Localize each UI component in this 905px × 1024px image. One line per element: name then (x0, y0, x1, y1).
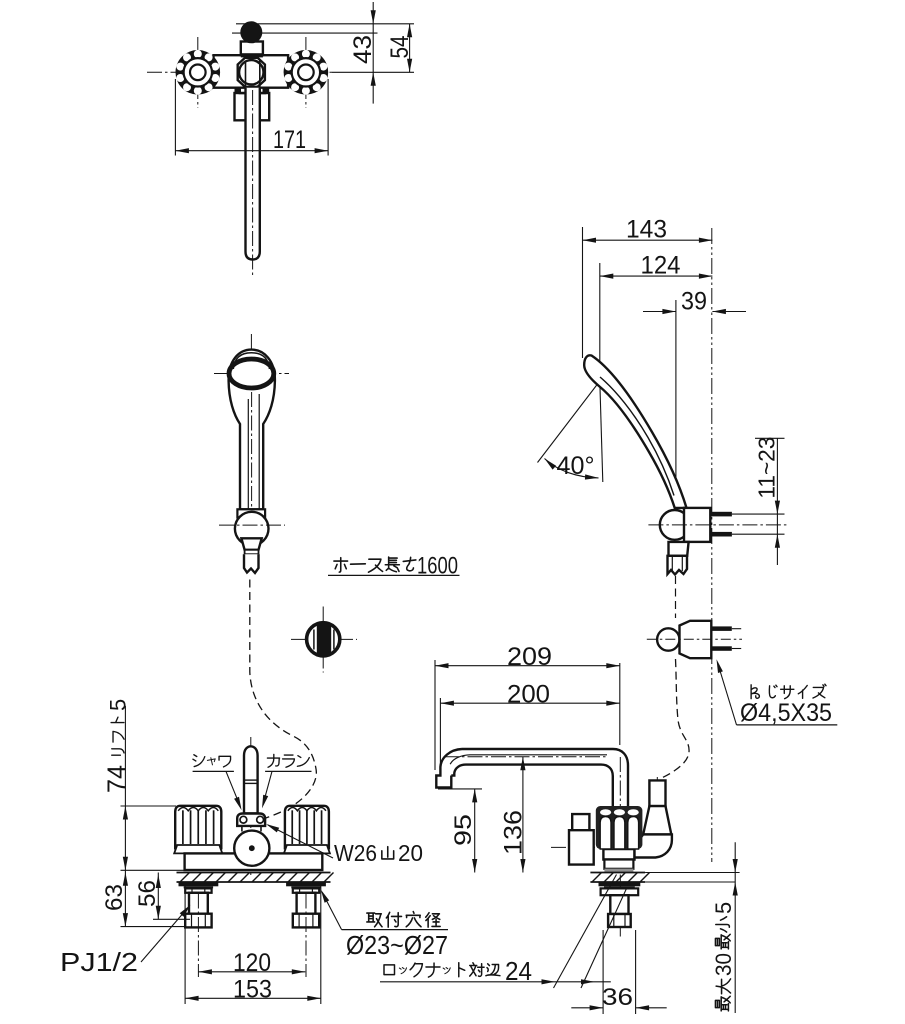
svg-text:54: 54 (386, 35, 414, 58)
svg-text:11~23: 11~23 (754, 437, 780, 499)
svg-text:120: 120 (233, 949, 271, 977)
svg-text:63: 63 (101, 884, 128, 911)
svg-text:153: 153 (233, 976, 272, 1004)
svg-text:200: 200 (507, 681, 550, 709)
svg-text:43: 43 (349, 35, 377, 64)
svg-text:124: 124 (641, 252, 681, 280)
svg-text:Ø4,5X35: Ø4,5X35 (740, 699, 832, 727)
svg-text:95: 95 (450, 814, 477, 846)
svg-text:PJ1/2: PJ1/2 (60, 947, 138, 977)
svg-text:40°: 40° (557, 452, 595, 480)
svg-text:74: 74 (104, 765, 132, 793)
svg-text:W26: W26 (334, 840, 377, 866)
svg-text:56: 56 (134, 880, 161, 907)
svg-text:Ø23~Ø27: Ø23~Ø27 (346, 930, 448, 960)
svg-text:30: 30 (711, 953, 736, 976)
svg-text:5: 5 (106, 699, 131, 711)
svg-text:36: 36 (602, 984, 633, 1011)
svg-text:136: 136 (500, 810, 528, 855)
svg-text:5: 5 (711, 902, 736, 914)
svg-text:209: 209 (507, 643, 552, 671)
svg-text:20: 20 (398, 840, 423, 866)
svg-text:143: 143 (626, 216, 667, 244)
svg-text:171: 171 (273, 126, 306, 154)
svg-text:39: 39 (681, 288, 707, 316)
svg-text:24: 24 (505, 956, 532, 986)
